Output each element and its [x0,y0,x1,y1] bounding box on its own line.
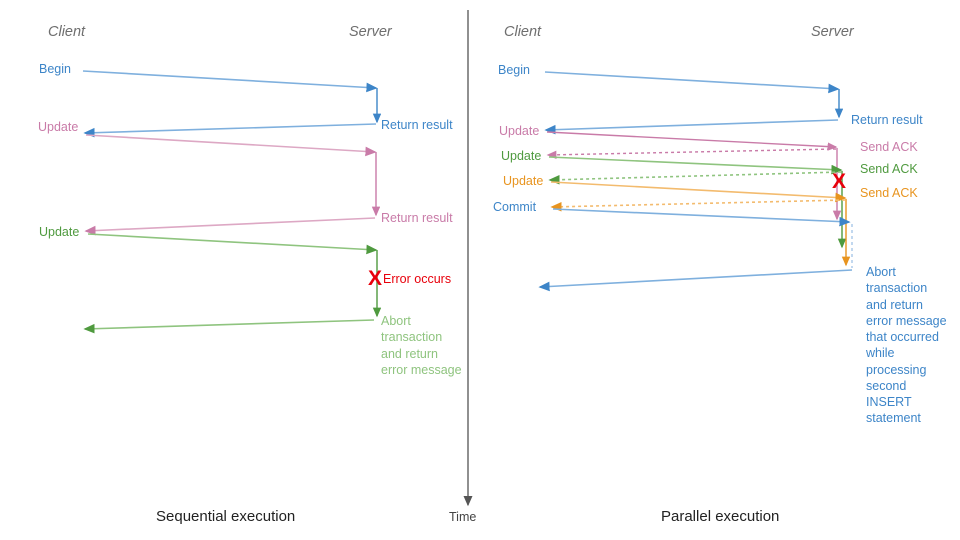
right-abort-line-9: INSERT [866,395,912,409]
arrow-return-result-r [544,119,839,135]
right-msg-send-ack-1: Send ACK [860,140,918,154]
left-abort-line-4: error message [381,362,462,377]
right-abort-line-5: that occurred [866,330,939,344]
left-msg-begin: Begin [39,62,71,76]
left-msg-update-2: Update [39,225,80,239]
right-header-client: Client [504,24,542,40]
arrow-update-2-request [87,233,378,255]
left-msg-update-1: Update [38,120,79,134]
arrow-begin-request [82,70,378,93]
arrow-update-pink-request [546,131,838,151]
time-axis-label: Time [449,510,477,524]
right-abort-line-4: error message [866,313,947,328]
left-abort-line-1: Abort [381,314,411,328]
right-abort-line-8: second [866,378,907,393]
arrow-update-1-request [85,134,377,157]
right-msg-return-result: Return result [851,113,923,127]
arrow-abort-return-r [538,269,853,292]
right-abort-line-6: while [866,346,895,361]
left-msg-return-result-1: Return result [381,118,453,132]
left-caption: Sequential execution [156,508,296,525]
right-msg-update-1: Update [499,124,540,138]
right-abort-line-10: statement [866,411,921,426]
arrow-begin-request-r [544,71,840,94]
left-abort-line-3: and return [381,346,438,361]
arrow-return-result-2 [84,217,376,236]
arrow-ack-pink [546,148,837,160]
left-abort-line-2: transaction [381,330,443,345]
right-msg-update-3: Update [503,174,544,188]
right-msg-send-ack-3: Send ACK [860,186,918,200]
left-msg-return-result-2: Return result [381,211,453,225]
arrow-commit-request [552,208,851,227]
right-abort-line-1: Abort [866,265,896,279]
arrow-ack-green [548,171,842,185]
arrow-ack-orange [550,199,846,212]
right-msg-begin: Begin [498,63,530,77]
right-panel-arrows [538,71,853,292]
right-header-server: Server [811,24,854,40]
left-error-label: Error occurs [383,272,452,286]
arrow-update-green-request [548,156,843,175]
right-msg-update-2: Update [501,149,542,163]
right-caption: Parallel execution [661,508,780,525]
right-abort-line-7: processing [866,362,927,377]
right-msg-commit: Commit [493,200,537,214]
arrow-return-result-1 [83,123,377,138]
error-x-icon-left: X [368,267,383,290]
error-x-icon-right: X [832,170,847,193]
right-abort-line-3: and return [866,297,923,312]
left-header-server: Server [349,24,392,40]
left-panel-arrows [82,70,382,334]
arrow-update-orange-request [550,181,847,203]
right-msg-send-ack-2: Send ACK [860,162,918,176]
left-header-client: Client [48,24,86,40]
arrow-abort-return [83,319,375,334]
right-abort-line-2: transaction [866,281,928,296]
